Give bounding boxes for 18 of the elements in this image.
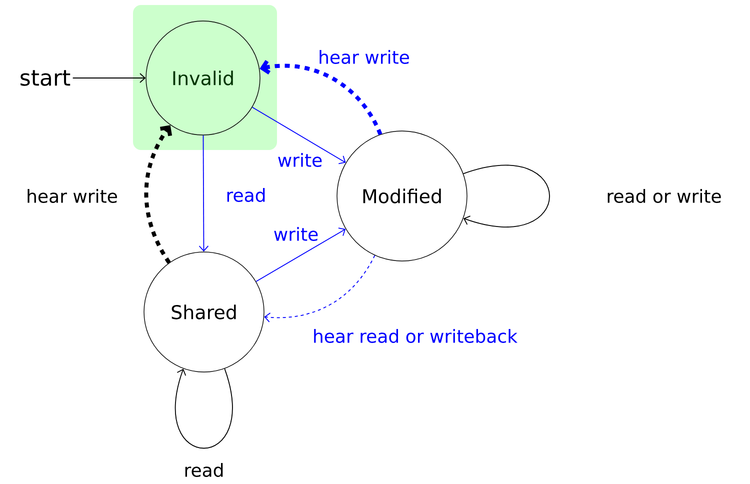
arrow bbox=[144, 125, 172, 264]
edge-label: hear write bbox=[25, 188, 119, 204]
edge-label: write bbox=[276, 152, 324, 168]
arrow bbox=[462, 164, 550, 228]
edge-label: write bbox=[272, 226, 320, 242]
edge-label: read or write bbox=[605, 188, 723, 204]
arrow bbox=[198, 134, 209, 252]
arrow bbox=[260, 60, 382, 136]
arrow bbox=[252, 106, 346, 164]
edge-label: read bbox=[182, 462, 226, 478]
arrow bbox=[264, 254, 376, 322]
arrow bbox=[256, 228, 346, 282]
start-label: start bbox=[20, 70, 70, 86]
edge-label: hear write bbox=[317, 49, 411, 65]
arrow bbox=[72, 73, 146, 83]
edge-label: read bbox=[224, 187, 268, 203]
edge-label: hear read or writeback bbox=[311, 328, 519, 344]
arrow bbox=[175, 368, 233, 449]
